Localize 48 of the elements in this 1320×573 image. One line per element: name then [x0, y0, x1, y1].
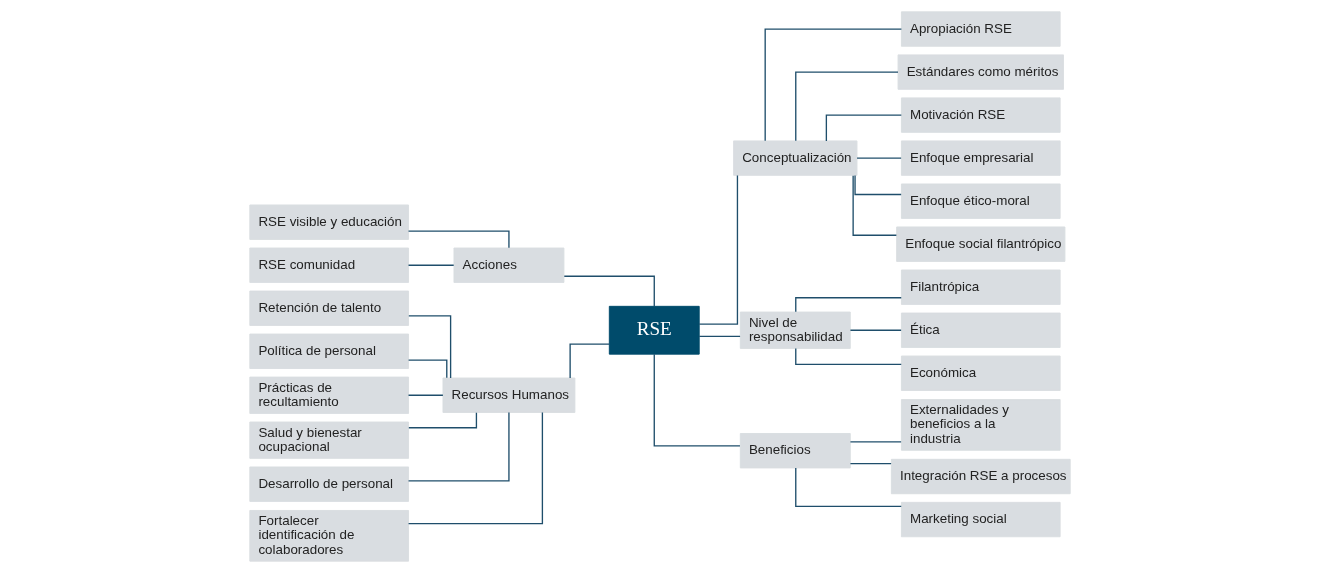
connector [563, 275, 655, 307]
node-box: Prácticas de recultamiento [249, 376, 410, 414]
node-box: Externalidades y beneficios a la industria [900, 399, 1061, 451]
node-box: Beneficios [739, 433, 851, 469]
connector [795, 297, 902, 313]
node-box: Enfoque empresarial [900, 140, 1061, 176]
node-box: Desarrollo de personal [249, 466, 410, 502]
connector [764, 28, 903, 142]
node-box: Estándares como méritos [897, 54, 1064, 90]
node-box: Conceptualización [733, 140, 858, 176]
node-box: Apropiación RSE [900, 11, 1061, 47]
connector [407, 411, 510, 482]
node-box: Enfoque social filantrópico [896, 226, 1066, 262]
node-box: RSE visible y educación [249, 204, 410, 240]
node-box: RSE comunidad [249, 247, 410, 283]
node-box: Filantrópica [900, 269, 1061, 305]
node-box: Ética [900, 312, 1061, 348]
node-box: Integración RSE a procesos [890, 458, 1071, 495]
node-box: Retención de talento [249, 290, 410, 326]
connector [854, 174, 902, 196]
connector [653, 353, 741, 447]
connector [698, 335, 741, 337]
node-box: RSE [608, 305, 700, 355]
connector [849, 462, 892, 465]
node-box: Nivel de responsabilidad [739, 311, 851, 349]
connector [795, 467, 902, 508]
connector [698, 174, 739, 325]
node-box: Fortalecer identificación de colaboradores [249, 510, 410, 562]
node-box: Económica [900, 355, 1061, 391]
node-box: Motivación RSE [900, 97, 1061, 133]
node-box: Salud y bienestar ocupacional [249, 421, 410, 459]
connector [849, 441, 902, 443]
connector [856, 157, 902, 159]
connector [407, 411, 544, 525]
connector [408, 315, 452, 379]
connector [407, 394, 444, 396]
connector [852, 174, 897, 236]
node-box: Política de personal [249, 333, 410, 369]
node-box: Recursos Humanos [442, 377, 576, 413]
node-box: Enfoque ético-moral [900, 183, 1061, 219]
connector [795, 71, 899, 142]
connector [849, 329, 902, 331]
connector [825, 114, 902, 142]
connector [569, 343, 610, 379]
connector [407, 359, 448, 379]
node-box: Marketing social [900, 501, 1061, 538]
node-box: Acciones [453, 247, 565, 283]
connector [407, 264, 455, 266]
